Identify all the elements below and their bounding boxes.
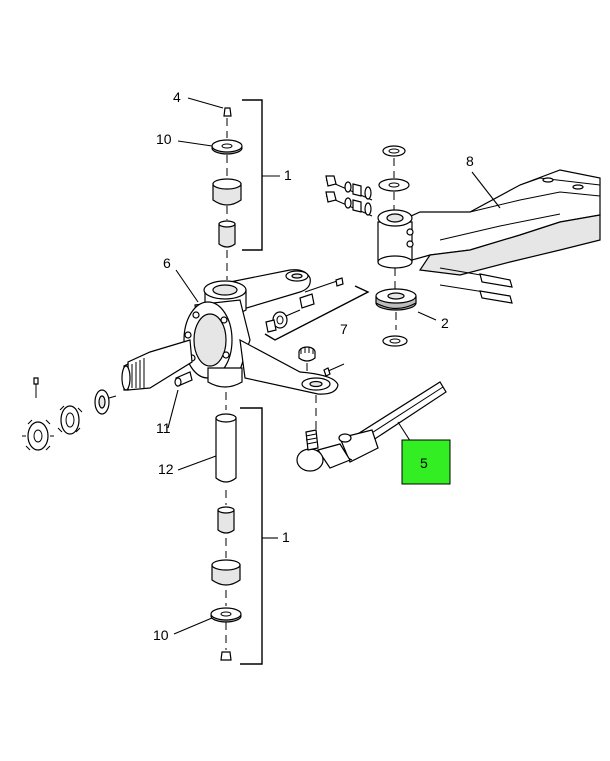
leader-lines xyxy=(167,97,501,635)
callout-8[interactable]: 8 xyxy=(466,153,474,169)
knuckle-hardware[interactable] xyxy=(265,277,344,333)
beam-bolts xyxy=(325,175,373,217)
callout-4[interactable]: 4 xyxy=(173,89,181,105)
steering-knuckle[interactable] xyxy=(121,269,339,395)
tie-rod-assembly[interactable] xyxy=(296,381,447,472)
kingpin[interactable] xyxy=(215,392,237,505)
callout-11[interactable]: 11 xyxy=(156,420,171,436)
axle-beam-kingpin-boss xyxy=(377,209,414,269)
callout-5-highlight[interactable]: 5 xyxy=(401,439,451,485)
lower-kingpin-parts[interactable] xyxy=(210,506,242,661)
tie-rod-castle-nut xyxy=(298,346,345,377)
callout-1-top[interactable]: 1 xyxy=(284,167,292,183)
spindle-hardware xyxy=(22,377,117,451)
bracket-kit-top xyxy=(242,99,280,251)
upper-kingpin-parts[interactable] xyxy=(211,107,243,280)
beam-bushing[interactable] xyxy=(375,268,417,347)
callout-7[interactable]: 7 xyxy=(340,321,348,337)
beam-upper-washers xyxy=(378,145,410,210)
beam-studs xyxy=(439,267,513,304)
callout-10-top[interactable]: 10 xyxy=(156,131,172,147)
callout-1-bottom[interactable]: 1 xyxy=(282,529,290,545)
callout-2[interactable]: 2 xyxy=(441,315,449,331)
callout-12[interactable]: 12 xyxy=(158,461,174,477)
highlight-box[interactable] xyxy=(401,439,451,485)
callout-5[interactable]: 5 xyxy=(420,455,428,471)
callout-6[interactable]: 6 xyxy=(163,255,171,271)
callout-10-bottom[interactable]: 10 xyxy=(153,627,169,643)
bracket-kit-bottom xyxy=(240,407,278,665)
axle-beam[interactable] xyxy=(379,169,601,276)
bracket-hardware xyxy=(264,285,370,341)
grease-fitting[interactable] xyxy=(174,371,193,387)
